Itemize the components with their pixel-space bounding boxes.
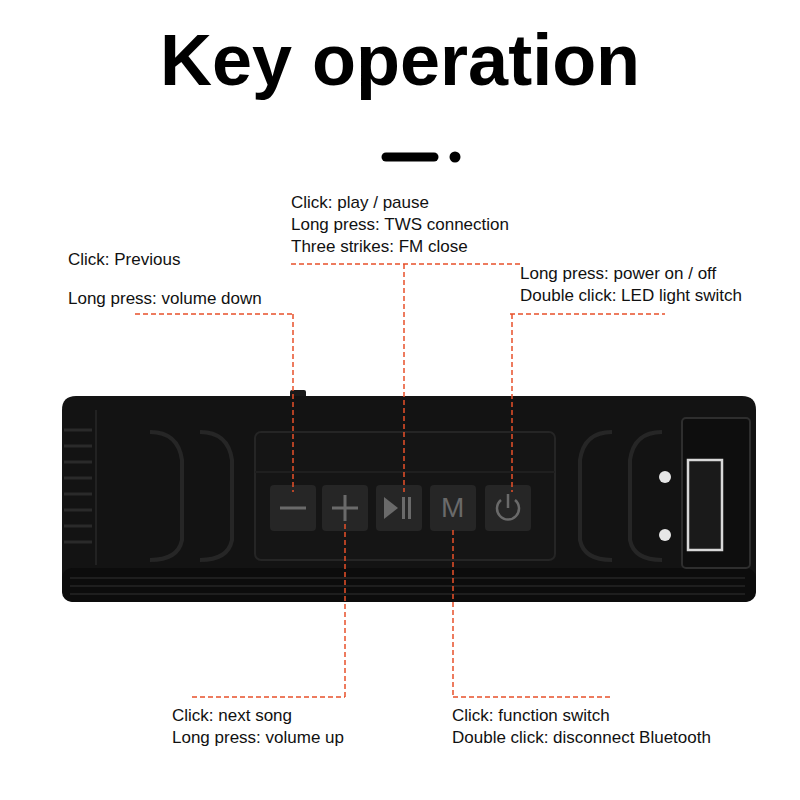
callout-text: Three strikes: FM close xyxy=(291,236,468,258)
speaker-body-part xyxy=(255,432,555,560)
speaker-body-part xyxy=(62,568,756,602)
button-letter: M xyxy=(441,493,464,523)
callout-text: Long press: TWS connection xyxy=(291,214,509,236)
speaker-body-part xyxy=(200,432,232,560)
leader-lines-part xyxy=(453,530,612,697)
title-ornament-part xyxy=(386,153,434,162)
leader-lines-part xyxy=(291,264,520,492)
title-ornament xyxy=(386,152,461,163)
strap-loop-part xyxy=(659,529,671,541)
button-row-part xyxy=(402,497,405,519)
strap-loop xyxy=(659,418,750,568)
speaker-body-part xyxy=(255,471,555,473)
strap-loop-part xyxy=(659,471,671,483)
leader-lines-part xyxy=(510,314,665,492)
callout-text: Click: next song xyxy=(172,705,292,727)
button-row-part xyxy=(430,485,476,531)
speaker-body-part xyxy=(64,430,92,542)
speaker-body-part xyxy=(70,578,745,594)
callout-text: Click: function switch xyxy=(452,705,610,727)
speaker-body-part xyxy=(62,396,756,602)
speaker-body-part xyxy=(95,410,97,565)
button-row-part xyxy=(280,507,306,510)
callout-text: Long press: volume down xyxy=(68,288,262,310)
button-row-part xyxy=(344,495,347,521)
callout-text: Long press: power on / off xyxy=(520,263,716,285)
button-row xyxy=(270,485,531,531)
callout-text: Click: play / pause xyxy=(291,192,429,214)
callout-text: Double click: disconnect Bluetooth xyxy=(452,727,711,749)
page-title: Key operation xyxy=(160,18,640,102)
leader-lines-part xyxy=(192,524,345,697)
callout-text: Click: Previous xyxy=(68,249,180,271)
button-row-part xyxy=(408,497,411,519)
speaker-body-part xyxy=(150,432,182,560)
callout-text: Long press: volume up xyxy=(172,727,344,749)
speaker-body xyxy=(62,390,756,602)
speaker-body-part xyxy=(630,432,662,560)
leader-lines xyxy=(135,264,665,697)
button-row-part xyxy=(376,485,422,531)
speaker-body-part xyxy=(580,432,612,560)
button-row-part xyxy=(485,485,531,531)
title-ornament-part xyxy=(450,152,461,163)
strap-loop-part xyxy=(682,418,750,568)
leader-lines-part xyxy=(135,314,293,492)
callout-text: Double click: LED light switch xyxy=(520,285,742,307)
button-row-part xyxy=(384,497,398,519)
button-row-part xyxy=(507,494,510,508)
strap-loop-part xyxy=(688,460,722,550)
